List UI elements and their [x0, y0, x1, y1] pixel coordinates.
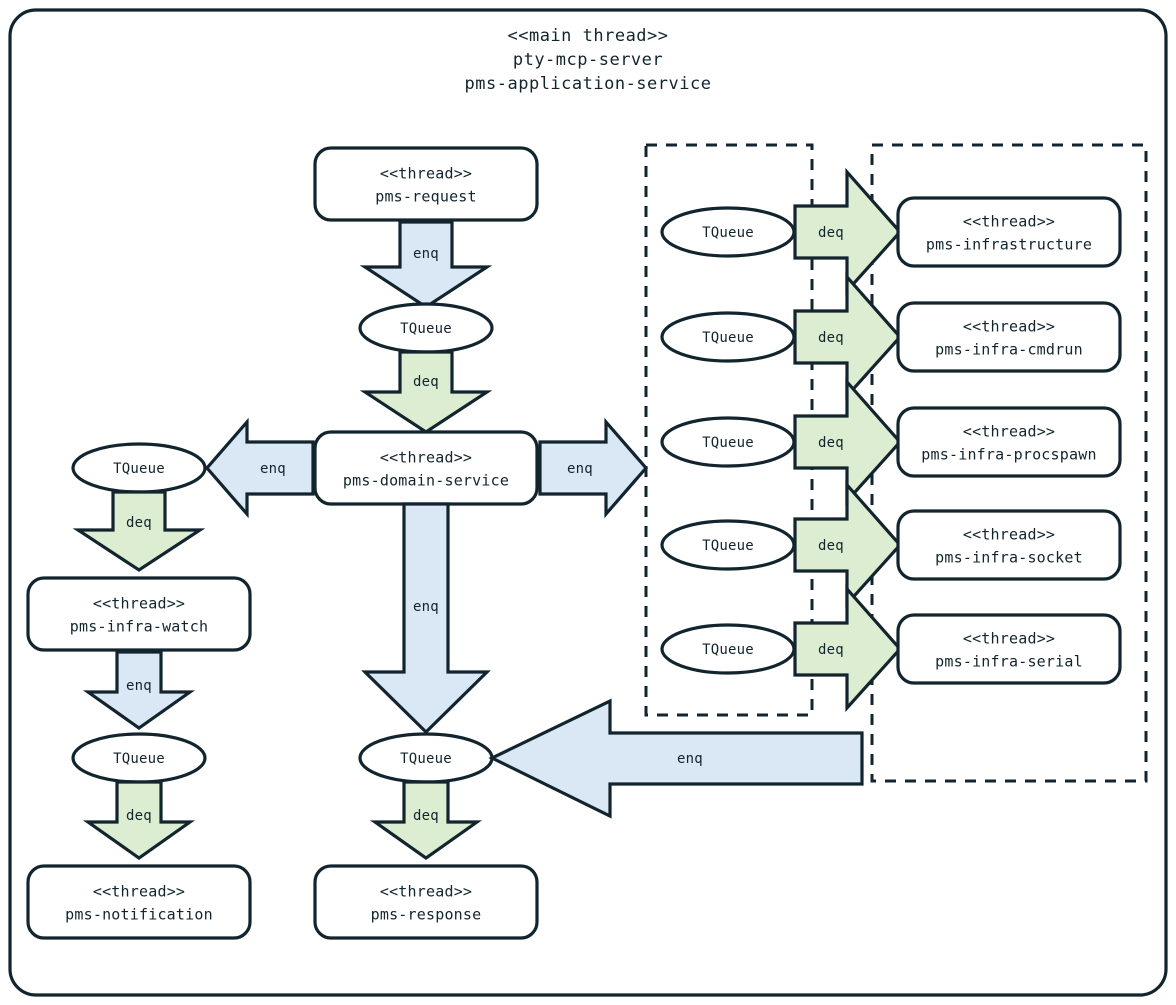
queue-notification-label: TQueue: [113, 751, 165, 767]
arrow-deq-queue-to-infra-procspawn: [793, 377, 903, 506]
queue-infra-serial-label: TQueue: [702, 642, 754, 658]
arrow-deq-watch-queue-to-infra-watch-label: deq: [126, 515, 152, 531]
node-pms-notification-name: pms-notification: [65, 906, 213, 924]
arrow-enq-domain-to-watch-queue-label: enq: [260, 461, 286, 477]
arrow-deq-notification-queue-to-notification: [82, 780, 196, 860]
node-pms-response-stereotype: <<thread>>: [380, 883, 472, 901]
node-pms-infra-serial[interactable]: [896, 613, 1122, 685]
title-line-2: pty-mcp-server: [513, 50, 663, 70]
node-pms-domain-service-name: pms-domain-service: [343, 472, 509, 490]
node-pms-infrastructure-name: pms-infrastructure: [926, 236, 1092, 254]
title-line-1: <<main thread>>: [507, 26, 668, 46]
node-pms-response[interactable]: [313, 864, 539, 940]
arrow-enq-infra-to-response-queue: [488, 698, 864, 819]
queue-infrastructure-label: TQueue: [702, 225, 754, 241]
queue-infra-cmdrun-label: TQueue: [702, 330, 754, 346]
arrow-deq-watch-queue-to-infra-watch: [72, 490, 206, 572]
arrow-deq-queue-to-infrastructure: [793, 167, 903, 296]
node-pms-infrastructure[interactable]: [896, 196, 1122, 268]
node-pms-infra-cmdrun-stereotype: <<thread>>: [963, 318, 1055, 336]
arrow-deq-queue-to-infra-socket: [793, 480, 903, 609]
main-thread-frame: [8, 8, 1168, 997]
node-pms-infrastructure-stereotype: <<thread>>: [963, 213, 1055, 231]
arrow-deq-queue-to-infrastructure-label: deq: [818, 225, 844, 241]
node-pms-infra-socket-stereotype: <<thread>>: [963, 526, 1055, 544]
node-pms-infra-socket-name: pms-infra-socket: [935, 549, 1083, 567]
arrow-deq-response-queue-to-response-label: deq: [413, 808, 439, 824]
arrow-deq-notification-queue-to-notification-label: deq: [126, 808, 152, 824]
node-pms-infra-procspawn[interactable]: [896, 406, 1122, 478]
arrow-deq-queue-to-infra-cmdrun: [793, 272, 903, 401]
arrow-deq-queue-to-infra-socket-label: deq: [818, 538, 844, 554]
arrow-deq-queue-to-infra-serial-label: deq: [818, 642, 844, 658]
node-pms-request[interactable]: [313, 146, 539, 222]
node-pms-request-name: pms-request: [375, 188, 477, 206]
node-pms-infra-cmdrun[interactable]: [896, 301, 1122, 373]
arrow-deq-queue-to-infra-cmdrun-label: deq: [818, 330, 844, 346]
node-pms-infra-procspawn-name: pms-infra-procspawn: [921, 446, 1096, 464]
node-pms-infra-procspawn-stereotype: <<thread>>: [963, 423, 1055, 441]
node-pms-infra-watch-stereotype: <<thread>>: [93, 595, 185, 613]
arrow-deq-queue-to-domain: [359, 350, 493, 434]
arrow-enq-request-to-queue-label: enq: [413, 246, 439, 262]
node-pms-infra-watch[interactable]: [26, 576, 252, 652]
arrow-deq-queue-to-infra-procspawn-label: deq: [818, 435, 844, 451]
node-pms-infra-socket[interactable]: [896, 509, 1122, 581]
node-pms-domain-service-stereotype: <<thread>>: [380, 449, 472, 467]
arrow-enq-infra-watch-to-notification-queue-label: enq: [126, 678, 152, 694]
queue-watch-label: TQueue: [113, 461, 165, 477]
arrow-enq-domain-to-infra-queues: [538, 417, 649, 519]
title-line-3: pms-application-service: [465, 74, 712, 94]
arrow-enq-request-to-queue: [359, 220, 493, 309]
queue-infra-socket-label: TQueue: [702, 538, 754, 554]
arrow-enq-infra-watch-to-notification-queue: [82, 650, 196, 730]
node-pms-infra-cmdrun-name: pms-infra-cmdrun: [935, 341, 1083, 359]
arrow-enq-domain-to-response-queue-label: enq: [413, 599, 439, 615]
arrow-deq-response-queue-to-response: [369, 780, 483, 860]
arrow-enq-domain-to-infra-queues-label: enq: [567, 461, 593, 477]
node-pms-notification[interactable]: [26, 864, 252, 940]
node-pms-infra-serial-stereotype: <<thread>>: [963, 630, 1055, 648]
arrow-deq-queue-to-domain-label: deq: [413, 374, 439, 390]
arrow-enq-domain-to-watch-queue: [204, 417, 315, 519]
node-pms-infra-serial-name: pms-infra-serial: [935, 653, 1083, 671]
arrow-enq-domain-to-response-queue: [361, 502, 491, 735]
node-pms-notification-stereotype: <<thread>>: [93, 883, 185, 901]
node-pms-response-name: pms-response: [371, 906, 482, 924]
queue-infra-procspawn-label: TQueue: [702, 435, 754, 451]
node-pms-domain-service[interactable]: [313, 430, 539, 506]
arrow-enq-infra-to-response-queue-label: enq: [677, 751, 703, 767]
queue-response-label: TQueue: [400, 751, 452, 767]
queue-request-label: TQueue: [400, 321, 452, 337]
arrow-deq-queue-to-infra-serial: [793, 584, 903, 713]
node-pms-request-stereotype: <<thread>>: [380, 165, 472, 183]
node-pms-infra-watch-name: pms-infra-watch: [70, 618, 208, 636]
